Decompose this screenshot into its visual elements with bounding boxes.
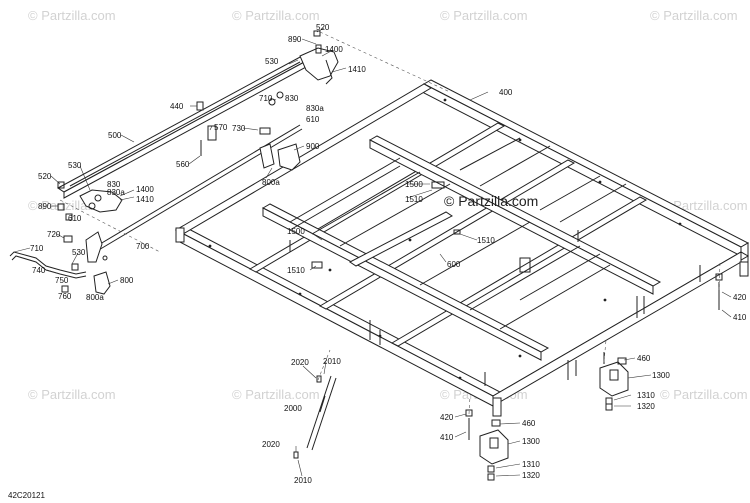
crossbar-600 (349, 211, 453, 267)
guide-lines (59, 31, 721, 415)
callout-1300[interactable]: 1300 (652, 371, 670, 380)
callout-830a[interactable]: 830a (306, 104, 324, 113)
callout-410[interactable]: 410 (733, 313, 747, 322)
callout-520[interactable]: 520 (38, 172, 52, 181)
callout-890[interactable]: 890 (38, 202, 52, 211)
callout-710[interactable]: 710 (259, 94, 273, 103)
latch-900 (259, 143, 301, 171)
callout-1500[interactable]: 1500 (287, 227, 305, 236)
bracket-1300-left (479, 429, 509, 465)
leader-lines (13, 27, 732, 477)
callout-420[interactable]: 420 (733, 293, 747, 302)
callout-830[interactable]: 830 (107, 180, 121, 189)
callout-400[interactable]: 400 (499, 88, 513, 97)
callout-1310[interactable]: 1310 (637, 391, 655, 400)
callout-1500[interactable]: 1500 (405, 180, 423, 189)
latch-530-left (79, 189, 123, 263)
callout-560[interactable]: 560 (176, 160, 190, 169)
callout-830a[interactable]: 830a (107, 188, 125, 197)
callout-460[interactable]: 460 (522, 419, 536, 428)
callout-1510[interactable]: 1510 (477, 236, 495, 245)
callout-530[interactable]: 530 (68, 161, 82, 170)
callout-410[interactable]: 410 (440, 433, 454, 442)
callout-500[interactable]: 500 (108, 131, 122, 140)
callout-890[interactable]: 890 (288, 35, 302, 44)
callout-800a[interactable]: 800a (262, 178, 280, 187)
callout-1400[interactable]: 1400 (325, 45, 343, 54)
callout-900[interactable]: 900 (306, 142, 320, 151)
bracket-1300-right (599, 361, 629, 397)
callout-710[interactable]: 710 (30, 244, 44, 253)
gas-spring-2000 (306, 375, 337, 451)
callout-460[interactable]: 460 (637, 354, 651, 363)
callout-440[interactable]: 440 (170, 102, 184, 111)
callout-1410[interactable]: 1410 (136, 195, 154, 204)
watermark: © Partzilla.com (440, 8, 528, 23)
callout-2020[interactable]: 2020 (262, 440, 280, 449)
callout-1320[interactable]: 1320 (522, 471, 540, 480)
callout-730[interactable]: 730 (232, 124, 246, 133)
watermark: © Partzilla.com (28, 8, 116, 23)
callout-2000[interactable]: 2000 (284, 404, 302, 413)
callout-2010[interactable]: 2010 (294, 476, 312, 485)
watermark: © Partzilla.com (232, 387, 320, 402)
callout-610[interactable]: 610 (306, 115, 320, 124)
center-watermark: © Partzilla.com (444, 193, 539, 209)
callout-1320[interactable]: 1320 (637, 402, 655, 411)
callout-2010[interactable]: 2010 (323, 357, 341, 366)
callout-1310[interactable]: 1310 (522, 460, 540, 469)
callout-800[interactable]: 800 (120, 276, 134, 285)
frame-400 (174, 79, 750, 417)
fasteners (57, 30, 723, 481)
watermark: © Partzilla.com (650, 8, 738, 23)
callout-1510[interactable]: 1510 (405, 195, 423, 204)
callout-570[interactable]: 570 (214, 123, 228, 132)
callout-2020[interactable]: 2020 (291, 358, 309, 367)
callout-830[interactable]: 830 (285, 94, 299, 103)
callout-800a[interactable]: 800a (86, 293, 104, 302)
callout-1400[interactable]: 1400 (136, 185, 154, 194)
callout-1410[interactable]: 1410 (348, 65, 366, 74)
diagram-code: 42C20121 (8, 491, 45, 500)
callout-760[interactable]: 760 (58, 292, 72, 301)
watermark: © Partzilla.com (28, 387, 116, 402)
callout-530[interactable]: 530 (72, 248, 86, 257)
callout-530[interactable]: 530 (265, 57, 279, 66)
watermark: © Partzilla.com (660, 387, 748, 402)
callout-610[interactable]: 610 (68, 214, 82, 223)
callout-750[interactable]: 750 (55, 276, 69, 285)
callout-520[interactable]: 520 (316, 23, 330, 32)
callout-1300[interactable]: 1300 (522, 437, 540, 446)
callout-600[interactable]: 600 (447, 260, 461, 269)
callout-740[interactable]: 740 (32, 266, 46, 275)
latch-800 (93, 271, 111, 295)
callout-1510[interactable]: 1510 (287, 266, 305, 275)
callout-720[interactable]: 720 (47, 230, 61, 239)
watermark: © Partzilla.com (232, 8, 320, 23)
callout-700[interactable]: 700 (136, 242, 150, 251)
callout-420[interactable]: 420 (440, 413, 454, 422)
